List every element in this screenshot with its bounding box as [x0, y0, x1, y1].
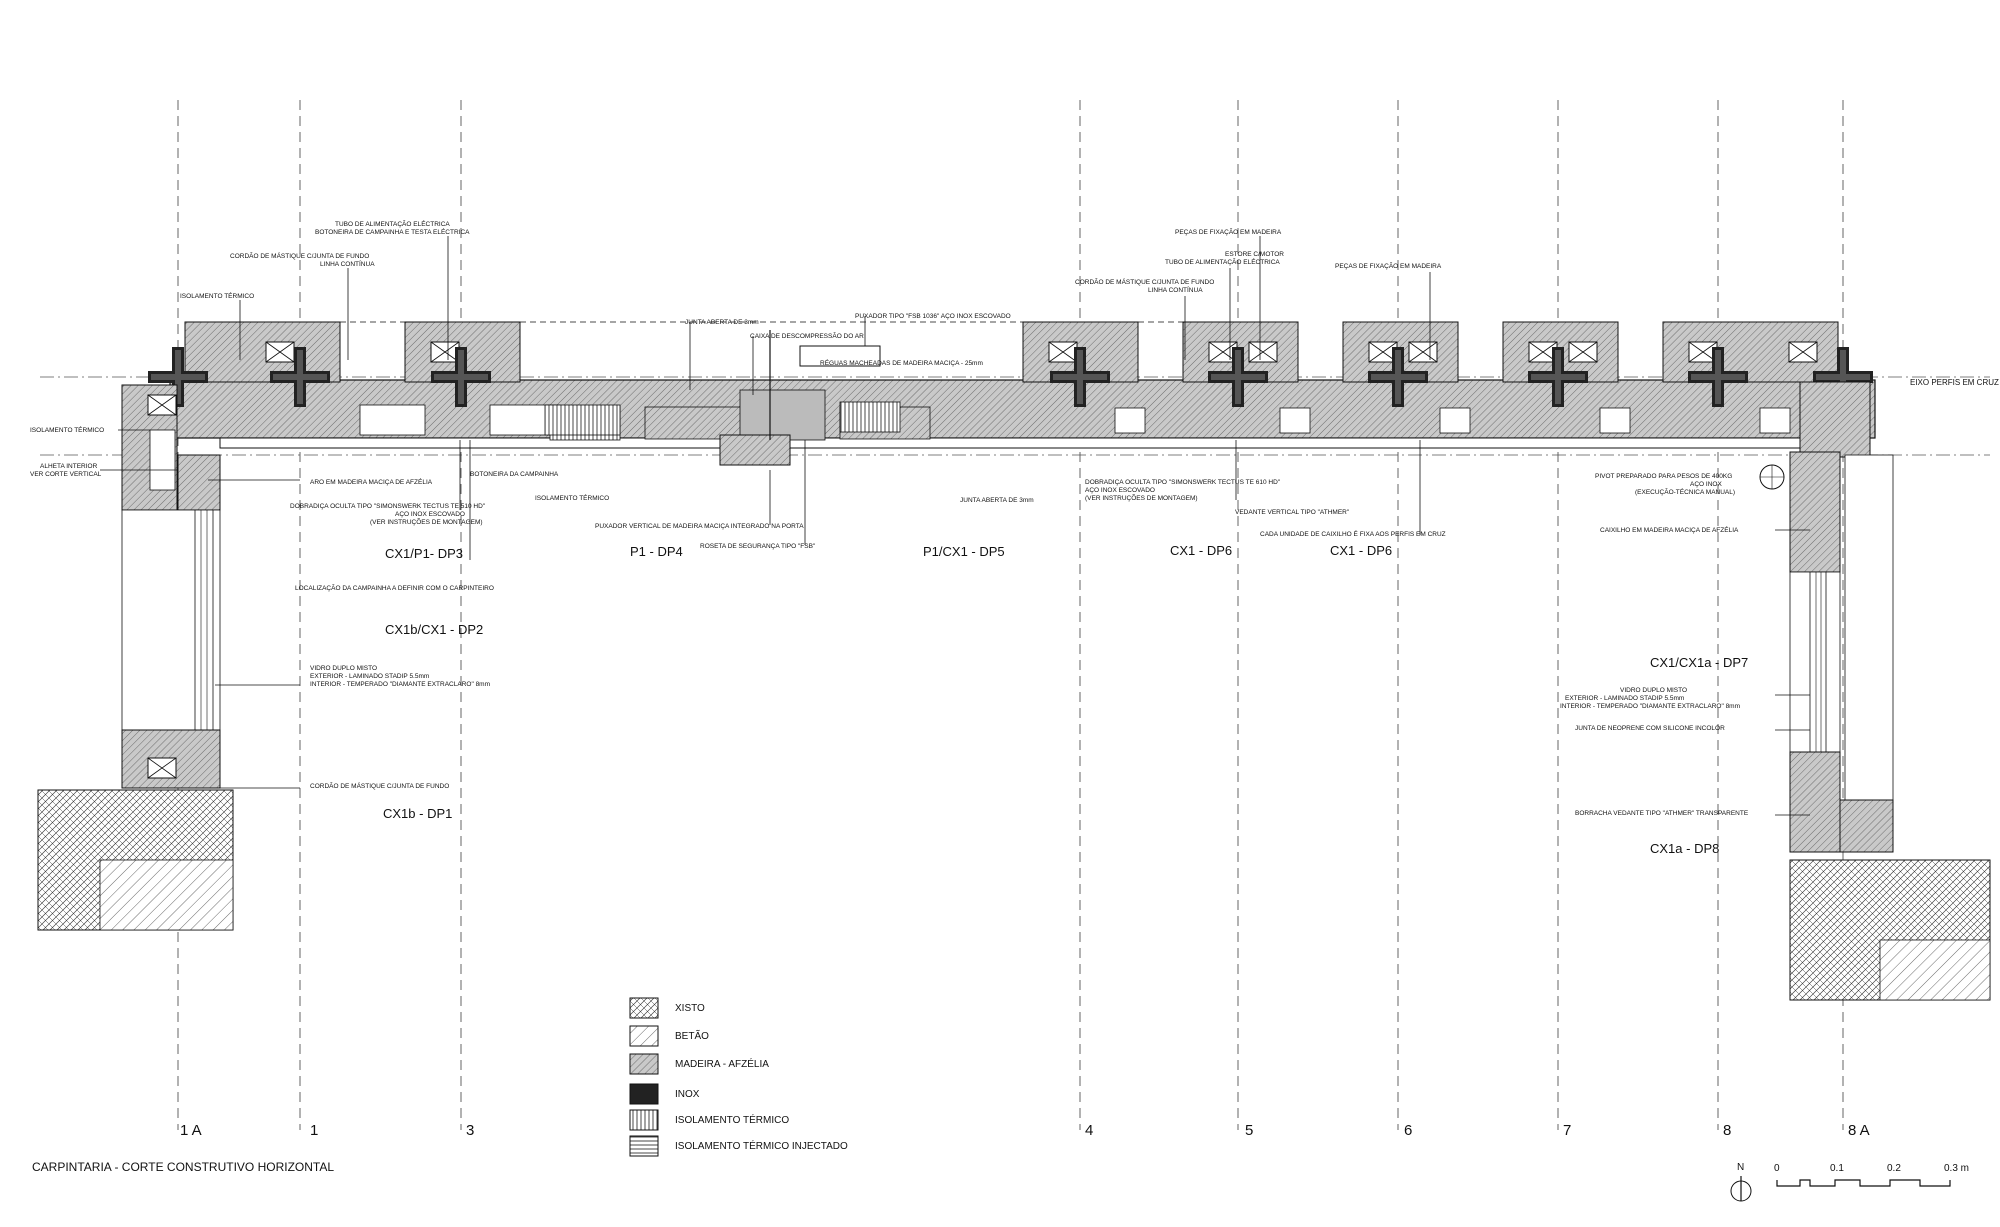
legend-label: XISTO: [675, 1003, 705, 1014]
scale-tick: 0.1: [1830, 1163, 1844, 1174]
note: (VER INSTRUÇÕES DE MONTAGEM): [1085, 493, 1198, 502]
note: DOBRADIÇA OCULTA TIPO "SIMONSWERK TECTUS…: [290, 503, 486, 510]
note: AÇO INOX: [1690, 481, 1722, 488]
note: EXTERIOR - LAMINADO STADIP 5.5mm: [1565, 695, 1684, 702]
note: (VER INSTRUÇÕES DE MONTAGEM): [370, 517, 483, 526]
axis-label: 4: [1085, 1122, 1093, 1139]
note: ESTORE C/MOTOR: [1225, 251, 1284, 258]
axis-label: 5: [1245, 1122, 1253, 1139]
legend-swatch-madeira: [629, 1053, 659, 1075]
note: PEÇAS DE FIXAÇÃO EM MADEIRA: [1335, 261, 1442, 270]
scale-tick: 0: [1774, 1163, 1780, 1174]
note: RÉGUAS MACHEADAS DE MADEIRA MACIÇA - 25m…: [820, 358, 983, 367]
wood-band: [169, 330, 1876, 466]
legend-swatch-betao: [629, 1025, 659, 1047]
legend: XISTO BETÃO MADEIRA - AFZÉLIA INOX ISOLA…: [629, 997, 848, 1157]
legend-swatch-xisto: [629, 997, 659, 1019]
note: INTERIOR - TEMPERADO "DIAMANTE EXTRACLAR…: [1560, 703, 1740, 710]
north-label: N: [1737, 1162, 1744, 1173]
note: AÇO INOX ESCOVADO: [395, 511, 465, 518]
axis-label: 3: [466, 1122, 474, 1139]
leader-lines: [100, 236, 1810, 816]
note: PUXADOR TIPO "FSB 1036" AÇO INOX ESCOVAD…: [855, 313, 1011, 320]
note: CORDÃO DE MÁSTIQUE C/JUNTA DE FUNDO: [1075, 277, 1214, 286]
axis-labels: 1 A 1 3 4 5 6 7 8 8 A: [180, 1122, 1870, 1139]
note: ALHETA INTERIOR: [40, 463, 98, 470]
note: JUNTA ABERTA DE 3mm: [685, 319, 759, 326]
note: ISOLAMENTO TÉRMICO: [30, 425, 104, 434]
drawing-title: CARPINTARIA - CORTE CONSTRUTIVO HORIZONT…: [32, 1160, 334, 1174]
note: JUNTA ABERTA DE 3mm: [960, 497, 1034, 504]
note: INTERIOR - TEMPERADO "DIAMANTE EXTRACLAR…: [310, 681, 490, 688]
note: PUXADOR VERTICAL DE MADEIRA MACIÇA INTEG…: [595, 523, 804, 530]
note: LINHA CONTÍNUA: [320, 259, 375, 268]
legend-label: INOX: [675, 1089, 700, 1100]
note: PEÇAS DE FIXAÇÃO EM MADEIRA: [1175, 227, 1282, 236]
legend-label: BETÃO: [675, 1029, 709, 1042]
note: AÇO INOX ESCOVADO: [1085, 487, 1155, 494]
note: VEDANTE VERTICAL TIPO "ATHMER": [1235, 509, 1350, 516]
legend-swatch-inox: [629, 1083, 659, 1105]
note: DOBRADIÇA OCULTA TIPO "SIMONSWERK TECTUS…: [1085, 479, 1281, 486]
section-label: CX1b/CX1 - DP2: [385, 622, 483, 637]
section-label: CX1/P1- DP3: [385, 546, 463, 561]
left-assembly: [37, 384, 234, 931]
section-label: CX1b - DP1: [383, 806, 452, 821]
note: EXTERIOR - LAMINADO STADIP 5.5mm: [310, 673, 429, 680]
north-arrow: N: [1730, 1162, 1752, 1202]
axis-label: 8 A: [1848, 1122, 1870, 1139]
axis-label: 6: [1404, 1122, 1412, 1139]
right-assembly: [1759, 381, 1991, 1001]
annotations: ISOLAMENTO TÉRMICO ISOLAMENTO TÉRMICO AL…: [30, 219, 1999, 817]
section-label: CX1/CX1a - DP7: [1650, 655, 1748, 670]
note: ISOLAMENTO TÉRMICO: [535, 493, 609, 502]
note: ROSETA DE SEGURANÇA TIPO "FSB": [700, 543, 816, 550]
note: VER CORTE VERTICAL: [30, 471, 102, 478]
note: TUBO DE ALIMENTAÇÃO ELÉCTRICA: [1165, 257, 1280, 266]
section-labels: CX1/P1- DP3 P1 - DP4 P1/CX1 - DP5 CX1 - …: [383, 543, 1748, 856]
legend-swatch-isolamento-injectado: [629, 1135, 659, 1157]
note: VIDRO DUPLO MISTO: [1620, 687, 1687, 694]
note: VIDRO DUPLO MISTO: [310, 665, 377, 672]
note: CORDÃO DE MÁSTIQUE C/JUNTA DE FUNDO: [310, 781, 449, 790]
reference-lines: [40, 376, 1990, 456]
legend-label: ISOLAMENTO TÉRMICO INJECTADO: [675, 1139, 848, 1152]
legend-swatch-isolamento: [629, 1109, 659, 1131]
note: BOTONEIRA DE CAMPAINHA E TESTA ELÉCTRICA: [315, 227, 470, 236]
note: BOTONEIRA DA CAMPAINHA: [470, 471, 559, 478]
scale-bar: 0 0.1 0.2 0.3 m: [1774, 1163, 1969, 1187]
scale-tick: 0.3 m: [1944, 1163, 1969, 1174]
note: (EXECUÇÃO-TÉCNICA MANUAL): [1635, 487, 1735, 496]
note: LOCALIZAÇÃO DA CAMPAINHA A DEFINIR COM O…: [295, 583, 494, 592]
note: ARO EM MADEIRA MACIÇA DE AFZÉLIA: [310, 477, 433, 486]
section-label: CX1 - DP6: [1170, 543, 1232, 558]
note: TUBO DE ALIMENTAÇÃO ELÉCTRICA: [335, 219, 450, 228]
section-label: P1/CX1 - DP5: [923, 544, 1005, 559]
note: BORRACHA VEDANTE TIPO "ATHMER" TRANSPARE…: [1575, 810, 1749, 817]
axis-label: 8: [1723, 1122, 1731, 1139]
note: LINHA CONTÍNUA: [1148, 285, 1203, 294]
axis-label: 1: [310, 1122, 318, 1139]
section-label: CX1a - DP8: [1650, 841, 1719, 856]
legend-label: MADEIRA - AFZÉLIA: [675, 1057, 769, 1070]
note: CAIXA DE DESCOMPRESSÃO DO AR: [750, 331, 864, 340]
axis-lines: [177, 100, 1844, 1130]
note: PIVOT PREPARADO PARA PESOS DE 400KG: [1595, 473, 1732, 480]
note: CAIXILHO EM MADEIRA MACIÇA DE AFZÉLIA: [1600, 525, 1739, 534]
axis-label: 7: [1563, 1122, 1571, 1139]
eixo-label: EIXO PERFIS EM CRUZ: [1910, 378, 1999, 387]
section-label: CX1 - DP6: [1330, 543, 1392, 558]
section-label: P1 - DP4: [630, 544, 683, 559]
axis-label: 1 A: [180, 1122, 202, 1139]
legend-label: ISOLAMENTO TÉRMICO: [675, 1113, 789, 1126]
note: CADA UNIDADE DE CAIXILHO É FIXA AOS PERF…: [1260, 529, 1446, 538]
note: CORDÃO DE MÁSTIQUE C/JUNTA DE FUNDO: [230, 251, 369, 260]
note: JUNTA DE NEOPRENE COM SILICONE INCOLOR: [1575, 725, 1725, 732]
note: ISOLAMENTO TÉRMICO: [180, 291, 254, 300]
scale-tick: 0.2: [1887, 1163, 1901, 1174]
